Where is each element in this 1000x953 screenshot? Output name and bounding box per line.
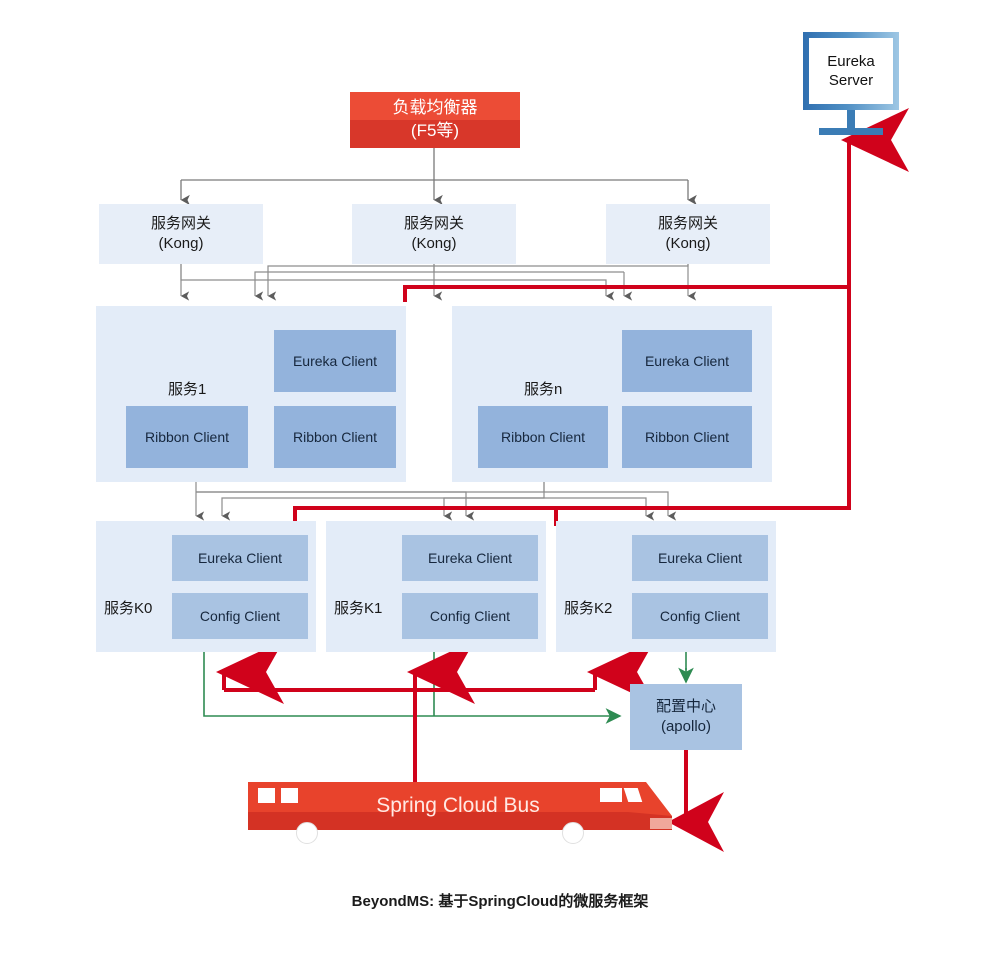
k-service-node-1[interactable]: 服务K1 Eureka Client Config Client (326, 521, 546, 652)
gateway-label-2: 服务网关 (Kong) (403, 214, 464, 252)
k2-eureka-client-label: Eureka Client (657, 550, 743, 566)
eureka-server-screen-inner: Eureka Server (809, 38, 893, 104)
service-1-eureka-client-label: Eureka Client (292, 353, 378, 369)
service-1-eureka-client-chip[interactable]: Eureka Client (274, 330, 396, 392)
bus-wheel-2 (562, 822, 584, 844)
gateway-to-service-links (180, 264, 697, 301)
bus-wheel-1 (296, 822, 318, 844)
config-center-node[interactable]: 配置中心 (apollo) (630, 684, 742, 750)
k0-config-client-chip[interactable]: Config Client (172, 593, 308, 639)
service-1-ribbon-client-chip-1[interactable]: Ribbon Client (126, 406, 248, 468)
gateway-node-1[interactable]: 服务网关 (Kong) (99, 204, 263, 264)
spring-cloud-bus-node[interactable]: Spring Cloud Bus (248, 782, 672, 844)
service-n-ribbon-client-label-1: Ribbon Client (500, 429, 586, 445)
k2-config-client-chip[interactable]: Config Client (632, 593, 768, 639)
k1-eureka-client-label: Eureka Client (427, 550, 513, 566)
bus-window-2 (281, 788, 298, 803)
k2-config-client-label: Config Client (659, 608, 741, 624)
bus-lower-band (248, 812, 636, 830)
k0-eureka-client-chip[interactable]: Eureka Client (172, 535, 308, 581)
k0-eureka-client-label: Eureka Client (197, 550, 283, 566)
lb-to-gateway-links (180, 148, 697, 206)
gateway-label-3: 服务网关 (Kong) (657, 214, 718, 252)
bus-window-1 (258, 788, 275, 803)
k-service-title-1: 服务K1 (334, 600, 383, 617)
bus-nose (628, 782, 672, 830)
config-read-links (203, 652, 694, 724)
service-to-kservice-links (195, 482, 677, 521)
service-n-eureka-client-label: Eureka Client (644, 353, 730, 369)
eureka-server-node[interactable]: Eureka Server (803, 32, 899, 140)
service-node-1[interactable]: 服务1 Eureka Client Ribbon Client Ribbon C… (96, 306, 406, 482)
k-service-node-2[interactable]: 服务K2 Eureka Client Config Client (556, 521, 776, 652)
load-balancer-label: 负载均衡器 (F5等) (392, 98, 478, 140)
k0-config-client-label: Config Client (199, 608, 281, 624)
service-1-ribbon-client-label-2: Ribbon Client (292, 429, 378, 445)
monitor-stand-neck (847, 110, 855, 128)
eureka-server-label: Eureka Server (827, 52, 875, 90)
eureka-server-screen: Eureka Server (803, 32, 899, 110)
load-balancer-node[interactable]: 负载均衡器 (F5等) (350, 92, 520, 148)
gateway-label-1: 服务网关 (Kong) (150, 214, 211, 252)
k-service-node-0[interactable]: 服务K0 Eureka Client Config Client (96, 521, 316, 652)
service-node-n[interactable]: 服务n Eureka Client Ribbon Client Ribbon C… (452, 306, 772, 482)
service-1-ribbon-client-chip-2[interactable]: Ribbon Client (274, 406, 396, 468)
service-1-ribbon-client-label-1: Ribbon Client (144, 429, 230, 445)
k-service-title-2: 服务K2 (564, 600, 613, 617)
k1-config-client-chip[interactable]: Config Client (402, 593, 538, 639)
gateway-node-2[interactable]: 服务网关 (Kong) (352, 204, 516, 264)
service-n-eureka-client-chip[interactable]: Eureka Client (622, 330, 752, 392)
service-title-1: 服务1 (168, 381, 207, 398)
service-n-ribbon-client-label-2: Ribbon Client (644, 429, 730, 445)
bus-window-3 (600, 788, 622, 802)
service-n-ribbon-client-chip-1[interactable]: Ribbon Client (478, 406, 608, 468)
gateway-node-3[interactable]: 服务网关 (Kong) (606, 204, 770, 264)
bus-label: Spring Cloud Bus (376, 794, 540, 817)
k2-eureka-client-chip[interactable]: Eureka Client (632, 535, 768, 581)
k1-config-client-label: Config Client (429, 608, 511, 624)
monitor-stand-base (819, 128, 883, 135)
service-title-n: 服务n (524, 381, 563, 398)
config-center-label: 配置中心 (apollo) (655, 697, 716, 735)
diagram-caption: BeyondMS: 基于SpringCloud的微服务框架 (351, 893, 649, 910)
service-n-ribbon-client-chip-2[interactable]: Ribbon Client (622, 406, 752, 468)
k-service-title-0: 服务K0 (104, 600, 153, 617)
k1-eureka-client-chip[interactable]: Eureka Client (402, 535, 538, 581)
